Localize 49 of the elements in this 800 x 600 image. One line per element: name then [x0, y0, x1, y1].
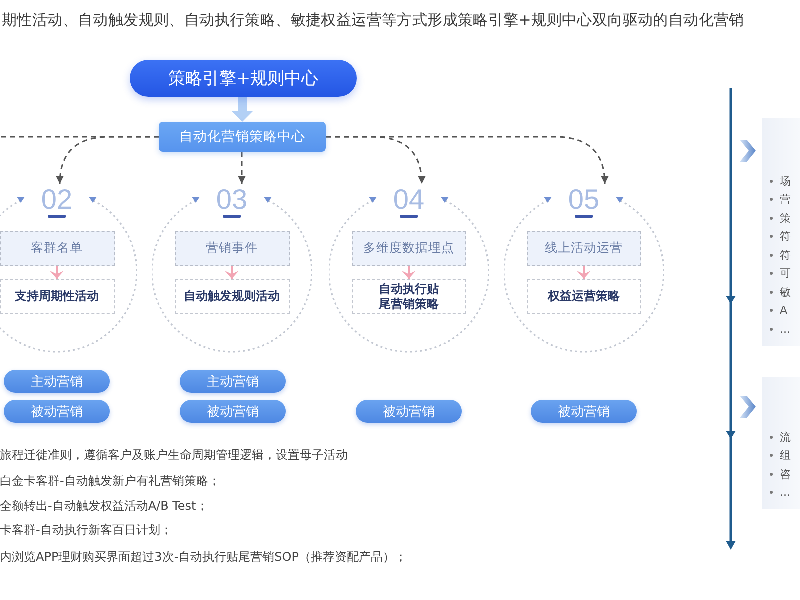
list-item: 场: [780, 174, 791, 188]
chevron-arrow: [53, 266, 61, 279]
chevron-arrow: [405, 266, 413, 279]
note-text: 旅程迁徙准则，遵循客户及账户生命周期管理逻辑，设置母子活动: [0, 448, 348, 462]
strategy-center-tab: 自动化营销策略中心: [159, 122, 326, 152]
input-card: 多维度数据埋点: [352, 231, 466, 266]
input-card: 线上活动运营: [527, 231, 641, 266]
strategy-card: 自动触发规则活动: [174, 279, 290, 314]
mode-tag: 被动营销: [531, 400, 637, 423]
list-item: 营: [780, 193, 791, 206]
strategy-card: 支持周期性活动: [0, 279, 114, 314]
dashed-arrow: [56, 136, 159, 184]
mode-tag: 被动营销: [180, 400, 286, 423]
strategy-card: 权益运营策略: [527, 279, 641, 314]
step-number: 05: [568, 187, 600, 213]
chevron-arrow: [228, 266, 236, 279]
step-number: 02: [41, 187, 73, 213]
step-number: 03: [216, 187, 248, 213]
note-text: 全额转出-自动触发权益活动A/B Test；: [0, 499, 208, 514]
info-panel: [762, 377, 800, 509]
engine-banner: 策略引擎+规则中心: [130, 60, 357, 97]
list-item: 流: [780, 430, 791, 444]
input-card: 客群名单: [0, 231, 114, 266]
mode-tag: 主动营销: [180, 370, 286, 393]
list-item: ...: [780, 486, 790, 500]
note-text: 卡客群-自动执行新客百日计划；: [0, 523, 172, 538]
list-item: 可: [780, 267, 791, 280]
list-item: 咨: [780, 468, 791, 481]
list-item: A: [780, 304, 788, 318]
list-item: 敏: [780, 286, 791, 299]
dashed-arrow: [238, 152, 246, 184]
list-item: 符: [780, 230, 791, 244]
mode-tag: 被动营销: [356, 400, 462, 423]
mode-tag: 被动营销: [4, 400, 110, 423]
intro-text: 期性活动、自动触发规则、自动执行策略、敏捷权益运营等方式形成策略引擎+规则中心双向驱动的自动化营销: [2, 11, 744, 29]
strategy-card: 自动执行贴尾营销策略: [352, 279, 466, 314]
chevron-arrow: [580, 266, 588, 279]
list-item: 策: [780, 212, 791, 225]
note-text: 白金卡客群-自动触发新户有礼营销策略；: [0, 474, 220, 488]
info-panel: [762, 118, 800, 346]
list-item: ...: [780, 322, 790, 336]
mode-tag: 主动营销: [4, 370, 110, 393]
step-number: 04: [393, 187, 425, 213]
dashed-arrow: [326, 136, 609, 184]
thick-arrow: [232, 97, 254, 122]
note-text: 内浏览APP理财购买界面超过3次-自动执行贴尾营销SOP（推荐资配产品）；: [0, 550, 407, 564]
list-item: 符: [780, 248, 791, 262]
input-card: 营销事件: [174, 231, 290, 266]
list-item: 组: [780, 449, 791, 462]
